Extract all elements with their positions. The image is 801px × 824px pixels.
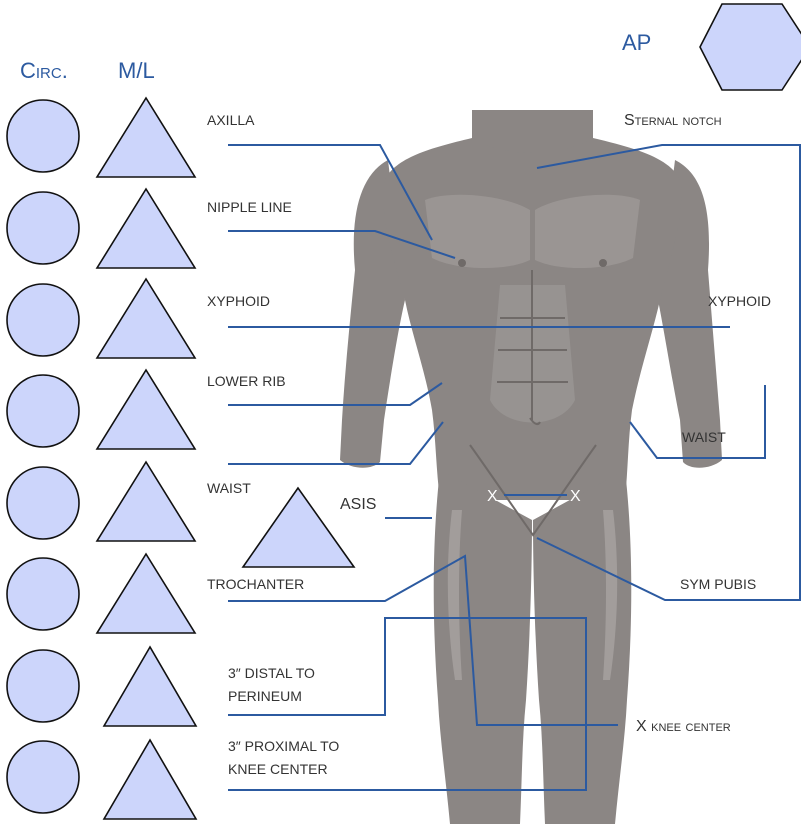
left-leg [434,470,532,824]
waist-left-line [228,422,443,464]
ml-header: M/L [118,58,155,83]
left-nipple [458,259,466,267]
circ-proximal-knee-shape[interactable] [7,741,79,813]
circ-trochanter-shape[interactable] [7,558,79,630]
ap-hexagon-icon[interactable] [700,4,801,90]
circ-distal-perineum-shape[interactable] [7,650,79,722]
distal-label-line2: PERINEUM [228,688,302,704]
asis-right-marker: X [570,488,581,505]
ml-nipple-line-shape[interactable] [97,189,195,268]
ml-distal-perineum-shape[interactable] [104,647,196,726]
sternal-notch-label: Sternal notch [624,112,722,129]
nipple-line-label: NIPPLE LINE [207,199,292,215]
waist-right-label: WAIST [682,429,726,445]
ml-waist-shape[interactable] [97,462,195,541]
right-leg [533,470,631,824]
ml-lower-rib-shape[interactable] [97,370,195,449]
ml-xyphoid-shape[interactable] [97,279,195,358]
lower-rib-label: LOWER RIB [207,373,286,389]
ml-proximal-knee-shape[interactable] [104,740,196,819]
proximal-label-line1: 3″ PROXIMAL TO [228,738,339,754]
waist-left-label: WAIST [207,480,251,496]
asis-left-marker: X [487,488,498,505]
ml-axilla-shape[interactable] [97,98,195,177]
chest-right [535,195,640,268]
circ-axilla-shape[interactable] [7,100,79,172]
circ-lower-rib-shape[interactable] [7,375,79,447]
proximal-label-line2: KNEE CENTER [228,761,328,777]
ml-trochanter-shape[interactable] [97,554,195,633]
circ-column [7,100,79,813]
human-figure [340,110,722,824]
trochanter-label: TROCHANTER [207,576,304,592]
circ-nipple-line-shape[interactable] [7,192,79,264]
circ-header: Circ. [20,58,68,83]
circ-waist-shape[interactable] [7,467,79,539]
circ-xyphoid-shape[interactable] [7,284,79,356]
ap-header: AP [622,30,651,55]
right-nipple [599,259,607,267]
xyphoid-right-label: XYPHOID [708,293,771,309]
distal-label-line1: 3″ DISTAL TO [228,665,315,681]
asis-label: ASIS [340,496,376,513]
knee-center-label: X knee center [636,718,731,735]
ml-asis-shape[interactable] [243,488,354,567]
xyphoid-left-label: XYPHOID [207,293,270,309]
sym-pubis-label: SYM PUBIS [680,576,756,592]
chest-left [425,195,530,268]
axilla-label: AXILLA [207,112,255,128]
